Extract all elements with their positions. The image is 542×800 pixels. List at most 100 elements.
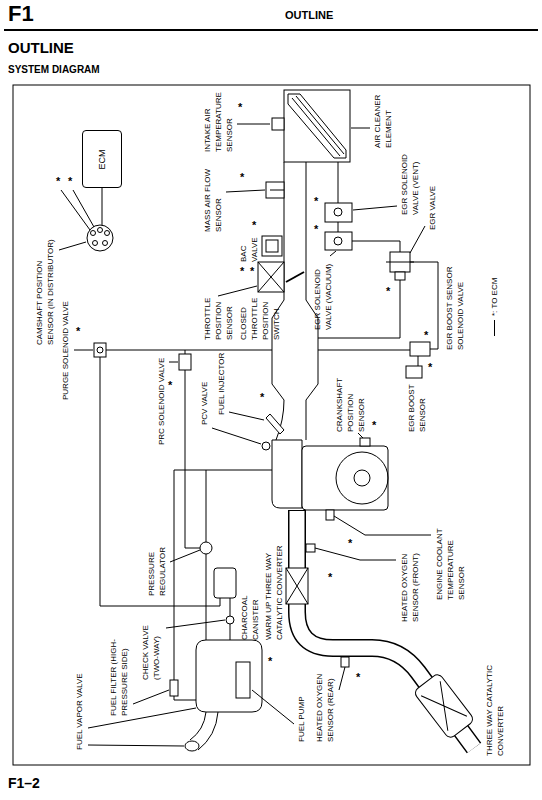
air-cleaner-element — [288, 94, 346, 158]
distributor-pin — [103, 241, 108, 246]
fuel-pump — [236, 662, 250, 698]
converter-body — [413, 672, 475, 739]
ecm-mark: * — [348, 538, 352, 549]
part-label: CLOSED THROTTLE POSITION SWITCH — [238, 294, 282, 340]
egr-valve-stem — [395, 272, 405, 280]
ecm-mark: * — [76, 326, 80, 337]
fuel-line — [206, 470, 207, 640]
part-label: AIR CLEANER ELEMENT — [372, 90, 394, 148]
egr-vacuum-solenoid — [325, 232, 352, 250]
distributor — [87, 225, 113, 251]
part-label: PCV VALVE — [199, 382, 210, 425]
throttle-plate — [286, 272, 304, 282]
fuel-filter — [170, 680, 178, 696]
ecm-mark: * — [250, 266, 254, 277]
converter-cross — [286, 568, 308, 604]
part-label: EGR VALVE — [427, 186, 438, 230]
purge-solenoid-valve — [94, 343, 106, 357]
check-valve — [226, 616, 234, 624]
rear-oxygen-sensor — [341, 657, 349, 667]
ecm-mark: * — [268, 656, 272, 667]
ecm-mark: * — [424, 330, 428, 341]
crank-pulley — [336, 452, 388, 504]
egr-boost-solenoid — [410, 342, 430, 356]
part-label: CHARCOAL CANISTER — [239, 592, 261, 640]
fuel-tank — [196, 640, 262, 712]
header-text: F1–2 — [8, 776, 40, 791]
ecm-mark: * — [168, 380, 172, 391]
part-label: CHECK VALVE (TWO-WAY) — [140, 620, 162, 680]
legend-text: *: TO ECM — [490, 278, 499, 316]
solenoid-detail — [334, 237, 342, 245]
throttle-body — [258, 262, 284, 292]
part-label: PURGE SOLENOID VALVE — [60, 301, 71, 400]
ecm-mark: * — [252, 220, 256, 231]
ecm-wire — [61, 190, 94, 230]
legend-line-sample — [494, 320, 495, 336]
exhaust-pipe — [297, 511, 474, 748]
front-oxygen-sensor — [306, 544, 315, 552]
part-label: FUEL FILTER (HIGH-PRESSURE SIDE) — [108, 616, 130, 716]
prc-solenoid-valve — [179, 354, 191, 370]
header-text: F1 — [8, 2, 34, 26]
part-label: CRANKSHAFT POSITION SENSOR — [334, 374, 367, 432]
ecm-mark: * — [240, 266, 244, 277]
ecm-mark: * — [68, 176, 72, 187]
drawing — [4, 30, 538, 765]
ecm-wire — [102, 188, 103, 225]
part-label: HEATED OXYGEN SENSOR (FRONT) — [399, 548, 421, 622]
bac-valve — [262, 236, 282, 256]
part-label: FUEL INJECTOR — [216, 353, 227, 415]
air-cleaner-housing — [284, 90, 350, 162]
intake-wall — [272, 162, 284, 440]
part-label: EGR BOOST SENSOR — [406, 380, 428, 432]
cylinder-head — [272, 440, 302, 508]
part-label: WARM UP THREE WAY CATALYTIC CONVERTER — [263, 540, 285, 640]
control-module-box: ECM — [82, 130, 122, 188]
vacuum-hose — [410, 262, 438, 349]
section-title: OUTLINE — [8, 40, 74, 57]
vacuum-hose — [318, 350, 418, 366]
part-label: EGR BOOST SENSOR SOLENOID VALVE — [444, 262, 466, 350]
part-label: BAC VALVE — [238, 232, 260, 262]
part-label: FUEL VAPOR VALVE — [74, 673, 85, 750]
ecm-mark: * — [372, 420, 376, 431]
distributor-pin — [91, 231, 96, 236]
coolant-sensor — [326, 510, 334, 520]
distributor-pin — [93, 241, 98, 246]
part-label: MASS AIR FLOW SENSOR — [202, 164, 224, 232]
sensor-detail — [270, 190, 284, 191]
part-label: HEATED OXYGEN SENSOR (REAR) — [314, 668, 336, 742]
intake-air-temperature-sensor — [272, 118, 284, 130]
egr-vent-solenoid — [325, 203, 352, 222]
ecm-mark: * — [386, 286, 390, 297]
engine-block — [302, 446, 388, 510]
header-text: OUTLINE — [285, 9, 333, 21]
purge-hose — [100, 350, 272, 606]
ecm-ground — [82, 130, 122, 188]
part-label: EGR SOLENOID VALVE (VENT) — [399, 151, 421, 215]
part-label: THROTTLE POSITION SENSOR — [202, 294, 235, 340]
ecm-mark: * — [328, 572, 332, 583]
pressure-regulator — [200, 542, 212, 554]
bac-valve-detail — [266, 240, 278, 252]
fuel-injector — [266, 414, 284, 434]
legend-entry: *: TO ECM — [489, 278, 500, 336]
part-label: FUEL PUMP — [296, 697, 307, 743]
part-label: ENGINE COOLANT TEMPERATURE SENSOR — [434, 524, 467, 600]
part-label: THREE WAY CATALYTIC CONVERTER — [484, 658, 506, 756]
ecm-mark: * — [260, 392, 264, 403]
solenoid-detail — [334, 208, 342, 216]
ecm-mark: * — [314, 196, 318, 207]
diagram-frame — [13, 85, 530, 765]
part-label: PRESSURE REGULATOR — [146, 541, 168, 596]
valve-detail — [97, 347, 103, 353]
egr-boost-sensor — [406, 366, 422, 378]
ecm-mark: * — [356, 672, 360, 683]
filler-cap — [185, 741, 199, 751]
mass-air-flow-sensor — [266, 182, 284, 198]
warm-up-converter — [286, 568, 308, 604]
converter-cross — [421, 681, 467, 731]
